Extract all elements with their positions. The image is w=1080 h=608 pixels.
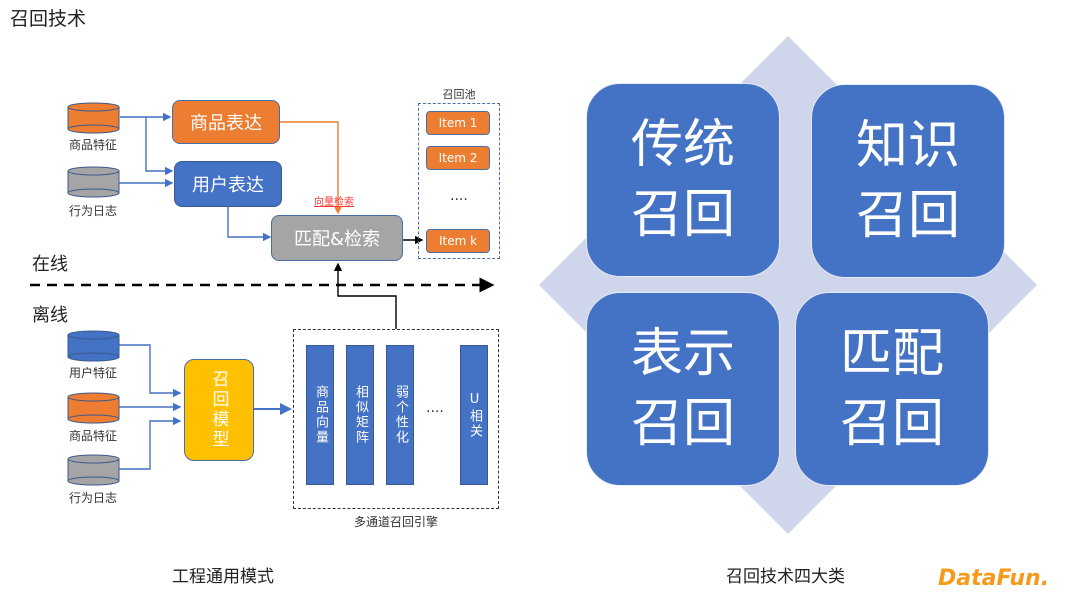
pool-item: Item 1 (426, 111, 490, 135)
channel-bar: 弱个性化 (386, 345, 414, 485)
quadrant-line1: 知识 (855, 116, 960, 176)
link-log-to-model (118, 416, 182, 470)
source-label: 行为日志 (68, 491, 117, 505)
quadrant-knowledge-recall: 知识 召回 (811, 84, 1005, 278)
datafun-logo: DataFun. (938, 566, 1050, 591)
online-links (118, 112, 424, 245)
link-item-repr-to-match (280, 121, 343, 215)
quadrant-line2: 召回 (839, 394, 944, 454)
vector-search-label: 向量检索 (314, 197, 354, 208)
recall-model-box: 召回模型 (184, 359, 254, 461)
channel-bar: 商品向量 (306, 345, 334, 485)
quadrant-line1: 表示 (630, 324, 735, 384)
quadrant-line2: 召回 (630, 185, 735, 245)
source-label: 商品特征 (68, 429, 117, 443)
source-label: 用户特征 (68, 366, 117, 380)
recall-pool (418, 103, 500, 259)
quadrant-line2: 召回 (630, 394, 735, 454)
cylinders (67, 102, 120, 486)
left-caption: 工程通用模式 (172, 567, 274, 587)
quadrant-traditional-recall: 传统 召回 (586, 83, 780, 277)
cylinder-item-feature-online (67, 102, 120, 134)
online-label: 在线 (32, 254, 68, 275)
link-engine-to-match (333, 262, 397, 329)
quadrant-representation-recall: 表示 召回 (586, 292, 780, 486)
quadrant-line1: 匹配 (839, 324, 944, 384)
match-retrieve-box: 匹配&检索 (271, 215, 403, 261)
page-title: 召回技术 (10, 8, 87, 30)
item-repr-box: 商品表达 (172, 100, 280, 144)
offline-label: 离线 (32, 305, 68, 326)
cylinder-log-online (67, 166, 120, 198)
offline-links (118, 262, 397, 470)
quadrant-line2: 召回 (855, 186, 960, 246)
pool-item: Item 2 (426, 146, 490, 170)
quadrant-matching-recall: 匹配 召回 (795, 292, 989, 486)
engine-title: 多通道召回引擎 (353, 515, 438, 529)
cylinder-log-offline (67, 454, 120, 486)
source-label: 商品特征 (68, 138, 117, 152)
right-caption: 召回技术四大类 (726, 567, 845, 587)
multi-channel-engine (293, 329, 499, 509)
quadrant-line1: 传统 (630, 115, 735, 175)
pool-item: Item k (426, 229, 490, 253)
channel-ellipsis: .... (426, 400, 444, 416)
link-item-feature-to-user-repr (145, 117, 174, 176)
cylinder-item-feature-offline (67, 392, 120, 424)
link-user-feature-to-model (118, 344, 182, 398)
user-repr-box: 用户表达 (174, 161, 282, 207)
pool-ellipsis: .... (450, 188, 468, 204)
cylinder-user-feature-offline (67, 330, 120, 362)
link-user-repr-to-match (227, 207, 272, 242)
channel-bar: U相关 (460, 345, 488, 485)
pool-title: 召回池 (442, 88, 476, 101)
channel-bar: 相似矩阵 (346, 345, 374, 485)
source-label: 行为日志 (68, 204, 117, 218)
